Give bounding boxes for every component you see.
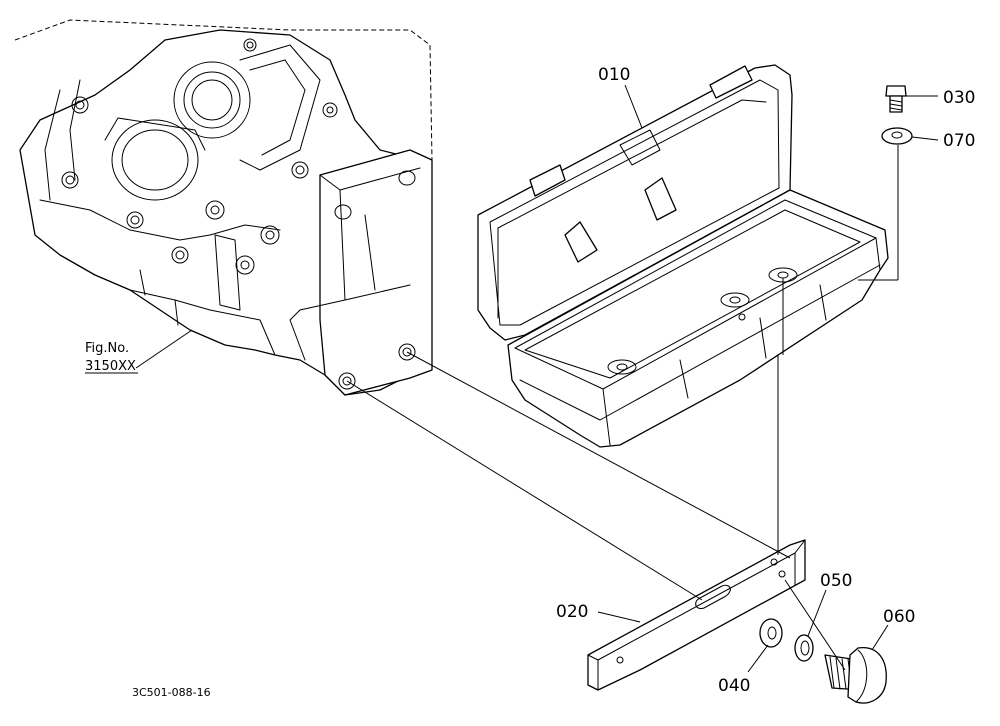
- washer-070: [881, 127, 913, 145]
- assembly-lines: [135, 84, 939, 673]
- callout-010: 010: [598, 65, 630, 85]
- callout-050: 050: [820, 571, 852, 591]
- spring-washer-050: [794, 634, 814, 662]
- callout-070: 070: [943, 131, 975, 151]
- figure-reference-number: 3150XX: [85, 359, 136, 374]
- bolt-030: [885, 85, 907, 113]
- stay-bracket-020: [587, 539, 806, 691]
- callout-030: 030: [943, 88, 975, 108]
- figure-reference-label: Fig.No.: [85, 341, 129, 356]
- transmission-housing: [14, 19, 433, 396]
- tool-box: [477, 64, 889, 448]
- bolt-060: [824, 647, 887, 704]
- callout-060: 060: [883, 607, 915, 627]
- drawing-code: 3C501-088-16: [132, 686, 211, 699]
- callout-040: 040: [718, 676, 750, 696]
- callout-020: 020: [556, 602, 588, 622]
- washer-040: [759, 618, 783, 648]
